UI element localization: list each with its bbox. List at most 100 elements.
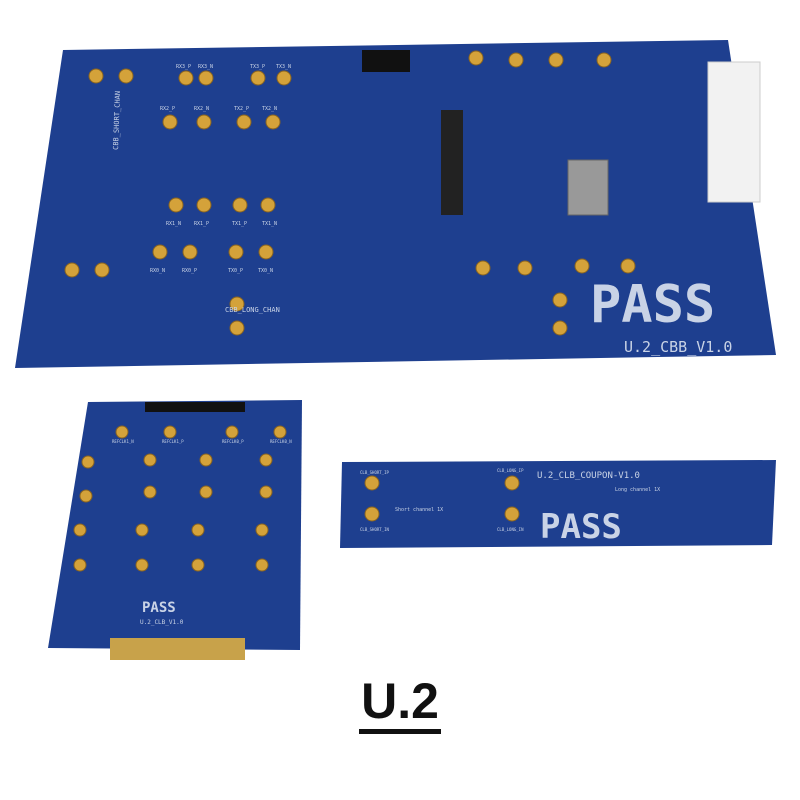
toggle-switch [567, 159, 609, 216]
sma-connector [232, 197, 248, 213]
sma-connector [73, 558, 87, 572]
lane-label: RX1_N [166, 221, 181, 227]
pad-label: CLB_LONG_IN [497, 527, 524, 532]
pad-label: CLB_SHORT_IN [360, 527, 389, 532]
clb-board: PASS U.2_CLB_V1.0 REFCLK1_N REFCLK1_P REFC… [48, 400, 302, 660]
caption-text: U.2 [359, 673, 441, 734]
sma-connector [196, 197, 212, 213]
sma-connector [178, 70, 194, 86]
long-chan-label: CBB_LONG_CHAN [225, 306, 280, 314]
refclk-label: REFCLK1_N [112, 439, 134, 444]
sma-connector [198, 70, 214, 86]
long-channel-label: Long channel 1X [615, 487, 660, 493]
lane-label: RX2_N [194, 106, 209, 112]
sma-connector [364, 506, 380, 522]
refclk-label: REFCLK0_N [270, 439, 292, 444]
sma-connector [196, 114, 212, 130]
sma-connector [255, 558, 269, 572]
sma-connector [250, 70, 266, 86]
edge-connector-slot [441, 110, 463, 215]
sma-connector [236, 114, 252, 130]
coupon-board: PASS U.2_CLB_COUPON-V1.0 Short channel 1… [340, 460, 776, 548]
sma-connector [229, 320, 245, 336]
main-brand-logo: PASS [590, 275, 715, 335]
u2-edge-connector [110, 638, 245, 660]
clb-brand-logo: PASS [142, 600, 176, 616]
sma-connector [73, 523, 87, 537]
sma-connector [468, 50, 484, 66]
sma-connector [504, 506, 520, 522]
pad-label: CLB_LONG_IP [497, 468, 524, 473]
refclk-label: REFCLK0_P [222, 439, 244, 444]
sma-connector [620, 258, 636, 274]
sma-connector [118, 68, 134, 84]
coupon-version-label: U.2_CLB_COUPON-V1.0 [537, 471, 640, 481]
sma-connector [475, 260, 491, 276]
sma-connector [504, 475, 520, 491]
sma-connector [88, 68, 104, 84]
sma-connector [152, 244, 168, 260]
cbb-main-board: PASS U.2_CBB_V1.0 CBB_LONG_CHAN CBB_SHOR… [15, 40, 776, 368]
sma-connector [552, 320, 568, 336]
lane-label: RX0_N [150, 268, 165, 274]
lane-label: RX3_N [198, 64, 213, 70]
sma-connector [259, 485, 273, 499]
sma-connector [168, 197, 184, 213]
sma-connector [199, 485, 213, 499]
sma-connector [265, 114, 281, 130]
sma-connector [259, 453, 273, 467]
short-chan-label: CBB_SHORT_CHAN [112, 91, 122, 150]
sma-connector [182, 244, 198, 260]
caption-title: U.2 [0, 672, 800, 734]
sma-connector [163, 425, 177, 439]
sma-connector [64, 262, 80, 278]
sma-connector [191, 523, 205, 537]
lane-label: RX3_P [176, 64, 191, 70]
sma-connector [548, 52, 564, 68]
sma-connector [79, 489, 93, 503]
sma-connector [255, 523, 269, 537]
sma-connector [552, 292, 568, 308]
sma-connector [574, 258, 590, 274]
sma-connector [508, 52, 524, 68]
sma-connector [143, 485, 157, 499]
sma-connector [191, 558, 205, 572]
sma-connector [596, 52, 612, 68]
main-version-label: U.2_CBB_V1.0 [624, 338, 732, 356]
sma-connector [276, 70, 292, 86]
sma-connector [228, 244, 244, 260]
lane-label: TX3_P [250, 64, 265, 70]
sma-connector [273, 425, 287, 439]
sma-connector [260, 197, 276, 213]
lane-label: RX1_P [194, 221, 209, 227]
short-channel-label: Short channel 1X [395, 507, 443, 513]
lane-label: TX2_P [234, 106, 249, 112]
sma-connector [364, 475, 380, 491]
lane-label: TX3_N [276, 64, 291, 70]
sma-connector [81, 455, 95, 469]
clb-version-label: U.2_CLB_V1.0 [140, 619, 184, 626]
sma-connector [225, 425, 239, 439]
sma-connector [135, 558, 149, 572]
lane-label: TX0_N [258, 268, 273, 274]
sma-connector [143, 453, 157, 467]
lane-label: TX1_P [232, 221, 247, 227]
lane-label: RX2_P [160, 106, 175, 112]
pin-header [362, 50, 410, 72]
power-connector [707, 61, 761, 203]
sma-connector [517, 260, 533, 276]
lane-label: TX1_N [262, 221, 277, 227]
coupon-brand-logo: PASS [540, 507, 622, 547]
sma-connector [135, 523, 149, 537]
sma-connector [162, 114, 178, 130]
sma-connector [229, 296, 245, 312]
lane-label: TX0_P [228, 268, 243, 274]
lane-label: TX2_N [262, 106, 277, 112]
sma-connector [94, 262, 110, 278]
clb-pin-header [145, 402, 245, 412]
pad-label: CLB_SHORT_IP [360, 470, 389, 475]
sma-connector [258, 244, 274, 260]
refclk-label: REFCLK1_P [162, 439, 184, 444]
sma-connector [115, 425, 129, 439]
